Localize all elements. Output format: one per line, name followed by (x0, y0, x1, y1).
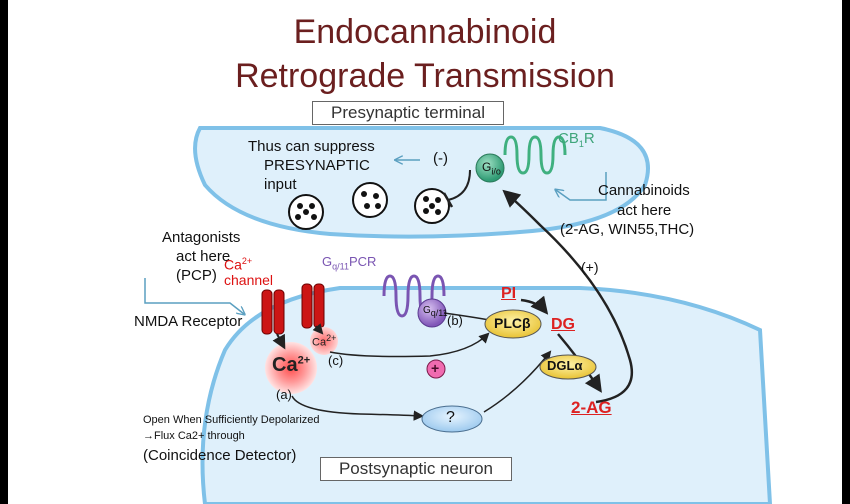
postsynaptic-membrane (200, 286, 773, 504)
cannabinoids-line-3: (2-AG, WIN55,THC) (560, 221, 695, 238)
gq-pcr-label: Gq/11PCR (322, 254, 377, 272)
vesicle (352, 182, 388, 218)
plus-circle-shape (426, 359, 446, 379)
cannabinoids-bracket (556, 172, 607, 201)
twoag-label: 2-AG (571, 398, 612, 417)
presynaptic-label: Presynaptic terminal (312, 101, 504, 125)
nmda-label: NMDA Receptor (134, 313, 243, 330)
vesicle (288, 194, 324, 230)
open-line-1: Open When Sufficiently Depolarized (143, 414, 320, 426)
postsynaptic-label: Postsynaptic neuron (320, 457, 512, 481)
dgl-enzyme (539, 354, 597, 380)
dg-label: DG (551, 316, 575, 333)
antagonists-line-2: act here (176, 248, 231, 265)
positive-feedback-label: (+) (581, 259, 599, 275)
antagonists-bracket (144, 278, 244, 314)
plc-label: PLCβ (494, 315, 531, 331)
gio-label: Gi/o (482, 160, 501, 177)
ca-channel (261, 289, 285, 335)
antagonists-line-1: Antagonists (162, 229, 241, 246)
plc-enzyme (484, 309, 542, 339)
title-line-2: Retrograde Transmission (235, 57, 615, 95)
plus-circle-label: + (431, 360, 440, 376)
unknown-mediator-label: ? (446, 409, 455, 426)
vesicle (414, 188, 450, 224)
gio-protein (475, 153, 505, 183)
ca-big-label: Ca2+ (272, 354, 311, 376)
gq11-protein-label: Gq/11 (423, 305, 448, 318)
antagonists-line-3: (PCP) (176, 267, 217, 284)
pathway-b-label: (b) (447, 313, 463, 328)
suppress-line-3: input (264, 176, 297, 193)
coincidence-label: (Coincidence Detector) (143, 447, 297, 464)
suppress-line-2: PRESYNAPTIC (264, 157, 370, 174)
cb1r-receptor (503, 135, 567, 175)
retrograde-arrow (502, 189, 634, 404)
pi-label: PI (501, 285, 517, 302)
gq-receptor (382, 274, 446, 318)
ca-channel (301, 283, 325, 329)
open-line-2: →Flux Ca2+ through (143, 430, 245, 442)
title-line-1: Endocannabinoid (293, 13, 557, 51)
suppress-line-1: Thus can suppress (248, 138, 375, 155)
cannabinoids-line-1: Cannabinoids (598, 182, 690, 199)
inhibition-line (447, 169, 471, 201)
ca-big-glow (265, 342, 317, 394)
cannabinoids-line-2: act here (617, 202, 672, 219)
ca-small-label: Ca2+ (312, 333, 337, 349)
pathway-a-label: (a) (276, 387, 292, 402)
cb1r-label: CB1R (558, 130, 595, 149)
pathway-c-label: (c) (328, 353, 344, 368)
inhibition-label: (-) (433, 150, 448, 167)
dgl-label: DGLα (547, 358, 583, 373)
unknown-mediator (421, 405, 483, 433)
ca-channel-label: Ca2+channel (224, 256, 274, 288)
